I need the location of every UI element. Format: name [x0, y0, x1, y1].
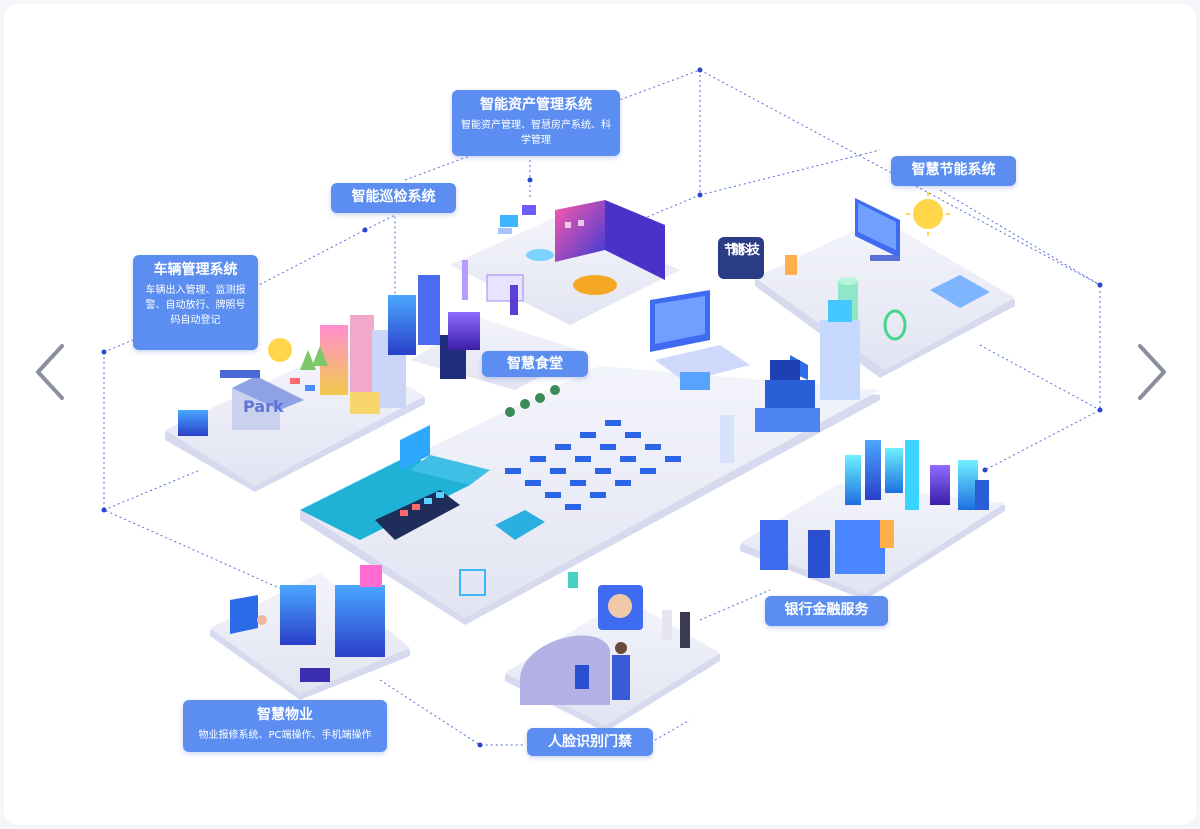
chevron-left-icon	[36, 344, 64, 400]
face-access-label[interactable]: 人脸识别门禁	[527, 728, 653, 756]
chevron-right-icon	[1138, 344, 1166, 400]
smart-canteen-title: 智慧食堂	[507, 356, 563, 372]
vehicle-management-label[interactable]: 车辆管理系统 车辆出入管理、监测报警、自动放行、牌照号码自动登记	[133, 255, 258, 350]
vehicle-management-desc: 车辆出入管理、监测报警、自动放行、牌照号码自动登记	[145, 285, 246, 326]
vehicle-management-title: 车辆管理系统	[153, 262, 238, 278]
patrol-scene	[388, 260, 524, 379]
asset-management-desc: 智能资产管理、智慧房产系统、科学管理	[461, 120, 611, 146]
face-access-title: 人脸识别门禁	[548, 734, 632, 750]
smart-canteen-label[interactable]: 智慧食堂	[482, 351, 588, 377]
next-slide-button[interactable]	[1132, 340, 1172, 404]
bank-service-label[interactable]: 银行金融服务	[765, 596, 888, 626]
asset-management-title: 智能资产管理系统	[480, 97, 592, 113]
asset-scene	[498, 200, 665, 295]
smart-patrol-label[interactable]: 智能巡检系统	[331, 183, 456, 213]
energy-sign: 节能科技	[724, 242, 761, 258]
connector-dots	[101, 67, 1103, 748]
asset-platform	[450, 215, 680, 325]
central-scene	[300, 290, 860, 596]
prev-slide-button[interactable]	[30, 340, 70, 404]
park-sign: Park	[243, 397, 284, 416]
energy-platform	[755, 218, 1015, 378]
smart-patrol-title: 智能巡检系统	[351, 189, 436, 205]
smart-property-desc: 物业报修系统、PC端操作、手机端操作	[198, 730, 372, 741]
smart-property-title: 智慧物业	[257, 707, 313, 723]
asset-management-label[interactable]: 智能资产管理系统 智能资产管理、智慧房产系统、科学管理	[452, 90, 620, 156]
energy-saving-label[interactable]: 智慧节能系统	[891, 156, 1016, 186]
face-scene	[520, 572, 690, 705]
property-scene	[230, 565, 385, 682]
energy-saving-title: 智慧节能系统	[911, 162, 996, 178]
bank-scene	[760, 440, 989, 578]
smart-property-label[interactable]: 智慧物业 物业报修系统、PC端操作、手机端操作	[183, 700, 387, 752]
bank-service-title: 银行金融服务	[784, 602, 869, 618]
